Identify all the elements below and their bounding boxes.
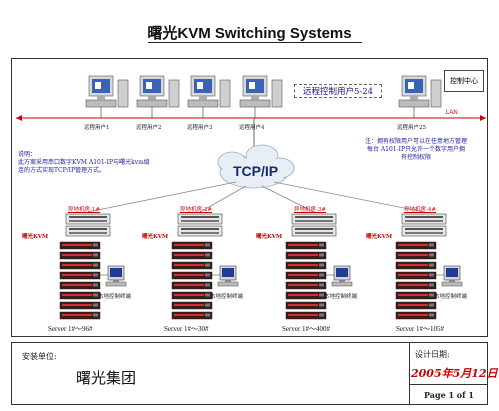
cabinet-4-terminal-label: 本地控制终端	[434, 294, 468, 300]
remote-user-1-label: 远程用户1	[84, 125, 110, 131]
remote-user-4-label: 远程用户4	[239, 125, 265, 131]
footer-box	[11, 342, 488, 405]
cabinet-3-server-label: Server 1#～400#	[282, 325, 331, 333]
cabinet-1-top-label: 异地机房-1#	[68, 207, 100, 213]
remote-user-4-pc	[239, 75, 283, 108]
cabinet-1	[59, 213, 127, 320]
cabinet-2	[171, 213, 239, 320]
page-title: 曙光KVM Switching Systems	[147, 25, 352, 42]
footer-divider-horizontal	[409, 384, 488, 385]
cabinet-4-kvm-label: 曙光KVM	[366, 234, 393, 240]
cabinet-1-kvm-label: 曙光KVM	[22, 234, 49, 240]
cabinet-2-terminal-label: 本地控制终端	[210, 294, 244, 300]
remote-user-3-label: 远程用户3	[187, 125, 213, 131]
diagram-frame	[11, 58, 488, 337]
left-note: 说明： 此方案采用串口数字KVM A101-IP与曙光kvm级 连的方式实现TC…	[18, 151, 208, 175]
control-center-label: 控制中心	[444, 70, 484, 92]
company-name: 曙光集团	[76, 369, 137, 387]
right-note: 注：拥有权限用户可以在任意地方管理 每台 A101-IP只允许一个数字用户拥 有…	[348, 138, 484, 162]
cabinet-3-terminal-label: 本地控制终端	[324, 294, 358, 300]
tcpip-label: TCP/IP	[233, 163, 279, 179]
lan-label: LAN	[446, 110, 458, 116]
design-date-label: 设计日期:	[415, 350, 450, 359]
cabinet-3	[285, 213, 353, 320]
tcpip-cloud	[217, 144, 295, 189]
install-unit-label: 安装单位:	[22, 352, 57, 361]
footer-divider	[409, 342, 410, 405]
remote-users-box: 远程控制用户5-24	[294, 84, 382, 98]
remote-user-2-label: 远程用户2	[136, 125, 162, 131]
cabinet-3-top-label: 异地机房-3#	[294, 207, 326, 213]
cabinet-4-server-label: Server 1#～105#	[396, 325, 445, 333]
remote-user-25-pc	[398, 75, 442, 108]
remote-user-3-pc	[187, 75, 231, 108]
page-number: Page 1 of 1	[424, 390, 474, 400]
remote-user-2-pc	[136, 75, 180, 108]
cabinet-4	[395, 213, 463, 320]
left-note-line: 此方案采用串口数字KVM A101-IP与曙光kvm级	[18, 159, 150, 166]
right-note-line: 有控制权限	[400, 154, 431, 161]
design-date: 2005年5月12日	[411, 367, 498, 380]
cabinet-4-top-label: 异地机房-4#	[404, 207, 436, 213]
left-note-line: 连的方式实现TCP/IP管理方式。	[18, 167, 106, 174]
left-note-line: 说明：	[18, 151, 37, 158]
cabinet-2-top-label: 异地机房-2#	[180, 207, 212, 213]
title-underline	[148, 42, 362, 43]
right-note-line: 每台 A101-IP只允许一个数字用户拥	[366, 146, 466, 153]
cabinet-2-server-label: Server 1#～30#	[164, 325, 209, 333]
cabinet-3-kvm-label: 曙光KVM	[256, 234, 283, 240]
cabinet-1-server-label: Server 1#～96#	[48, 325, 93, 333]
remote-user-1-pc	[85, 75, 129, 108]
cabinet-2-kvm-label: 曙光KVM	[142, 234, 169, 240]
right-note-line: 注：拥有权限用户可以在任意地方管理	[364, 138, 467, 145]
cabinet-1-terminal-label: 本地控制终端	[98, 294, 132, 300]
remote-user-25-label: 远程用户25	[397, 125, 426, 131]
